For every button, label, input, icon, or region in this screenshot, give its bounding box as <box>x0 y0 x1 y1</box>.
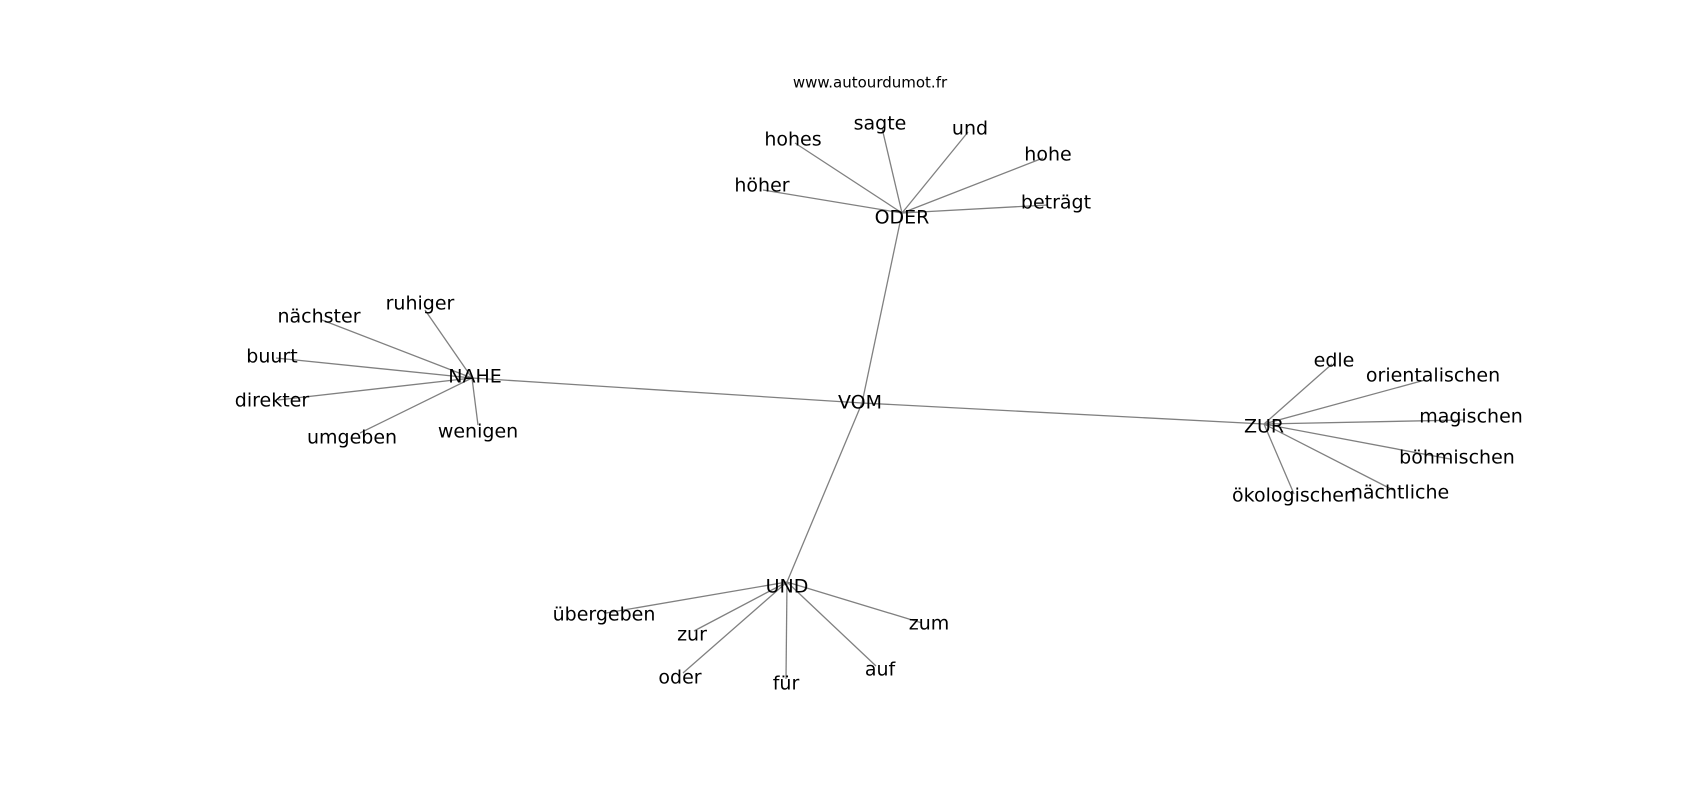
edge-oder-leaf-4 <box>901 157 1044 214</box>
edge-zur-leaf-5 <box>1263 423 1295 495</box>
edge-center-und <box>786 402 863 583</box>
leaf-node-label: beträgt <box>1021 192 1091 214</box>
edge-center-nahe <box>471 377 863 404</box>
edge-oder-leaf-3 <box>901 131 969 214</box>
hub-node-label-oder: ODER <box>875 207 930 229</box>
edge-nahe-leaf-0 <box>424 309 473 379</box>
leaf-node-label: ruhiger <box>386 293 455 315</box>
edge-und-leaf-4 <box>786 581 877 667</box>
graph-labels: www.autourdumot.fr VOM ODER höher hohes sagt… <box>235 74 1523 695</box>
edge-und-leaf-2 <box>682 581 788 674</box>
leaf-node-label: orientalischen <box>1366 365 1500 387</box>
graph-edges <box>275 127 1464 680</box>
edge-und-leaf-3 <box>785 581 788 680</box>
leaf-node-label: sagte <box>854 113 907 135</box>
edge-und-leaf-1 <box>693 581 788 632</box>
leaf-node-label: höher <box>734 175 789 197</box>
edge-center-zur <box>861 402 1265 425</box>
edge-zur-leaf-2 <box>1263 419 1464 425</box>
leaf-node-label: nächster <box>277 306 360 328</box>
edge-center-oder <box>861 212 903 404</box>
leaf-node-label: zur <box>677 624 707 646</box>
leaf-node-label: edle <box>1314 350 1355 372</box>
edge-zur-leaf-1 <box>1263 379 1426 425</box>
leaf-node-label: auf <box>865 659 897 681</box>
edge-nahe-leaf-2 <box>275 357 473 379</box>
edge-nahe-leaf-3 <box>277 377 473 401</box>
site-watermark: www.autourdumot.fr <box>793 74 948 92</box>
leaf-node-label: böhmischen <box>1399 447 1515 469</box>
edge-oder-leaf-0 <box>762 189 903 214</box>
leaf-node-label: ökologischen <box>1232 485 1356 507</box>
hub-node-label-nahe: NAHE <box>448 366 502 388</box>
leaf-node-label: wenigen <box>438 421 518 443</box>
leaf-node-label: nächtliche <box>1351 482 1449 504</box>
center-node-label: VOM <box>838 392 882 414</box>
edge-zur-leaf-3 <box>1263 423 1451 460</box>
edge-zur-leaf-0 <box>1263 363 1333 425</box>
edge-nahe-leaf-1 <box>321 319 473 379</box>
leaf-node-label: magischen <box>1419 406 1523 428</box>
edge-und-leaf-5 <box>786 581 923 624</box>
edge-oder-leaf-1 <box>794 142 903 214</box>
leaf-node-label: hohes <box>764 129 821 151</box>
hub-node-label-zur: ZUR <box>1244 416 1284 438</box>
edge-oder-leaf-5 <box>901 204 1049 214</box>
leaf-node-label: umgeben <box>307 427 397 449</box>
edge-und-leaf-0 <box>605 581 788 614</box>
edge-nahe-leaf-5 <box>471 377 479 426</box>
leaf-node-label: buurt <box>246 346 297 368</box>
leaf-node-label: übergeben <box>553 604 656 626</box>
leaf-node-label: zum <box>909 613 950 635</box>
edge-zur-leaf-4 <box>1263 423 1394 491</box>
leaf-node-label: hohe <box>1024 144 1071 166</box>
hub-node-label-und: UND <box>766 576 809 598</box>
leaf-node-label: oder <box>658 667 701 689</box>
leaf-node-label: für <box>773 673 800 695</box>
edge-nahe-leaf-4 <box>359 377 473 434</box>
leaf-node-label: direkter <box>235 390 310 412</box>
edge-oder-leaf-2 <box>881 127 903 214</box>
leaf-node-label: und <box>952 118 988 140</box>
